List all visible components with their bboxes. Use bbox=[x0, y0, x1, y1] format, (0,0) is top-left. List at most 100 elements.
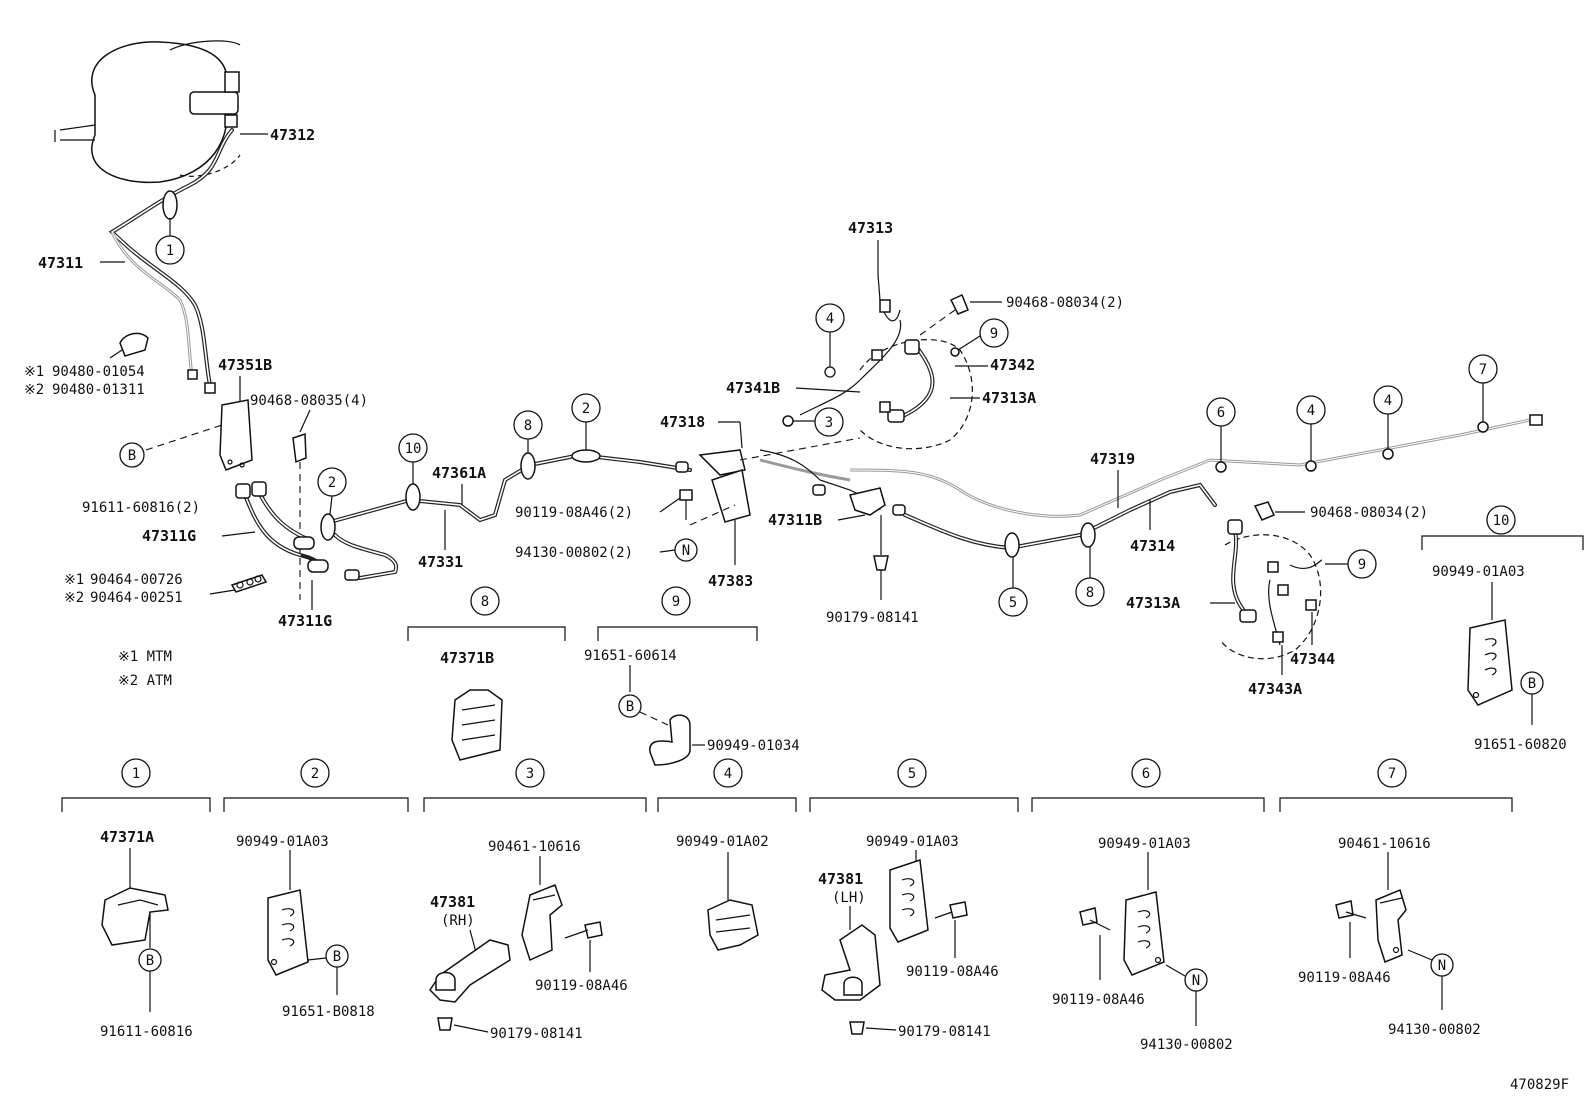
clamp-90949-01A03-g2 bbox=[267, 889, 309, 976]
group-9-top: 91651-60614 bbox=[584, 648, 677, 664]
group-7-num: 7 bbox=[1388, 766, 1396, 782]
clamp-90949-01A03-g10 bbox=[1467, 619, 1513, 706]
group-7-nut: N bbox=[1438, 958, 1446, 974]
group-1-bolt: B bbox=[146, 953, 154, 969]
star-2-b: ※2 bbox=[64, 590, 84, 606]
bracket-47383 bbox=[711, 469, 751, 523]
callout-circle-1 bbox=[155, 235, 185, 265]
group-7-top: 90461-10616 bbox=[1338, 836, 1431, 852]
group-3-bracket: 47381 bbox=[430, 893, 475, 911]
group-10-num: 10 bbox=[1493, 513, 1510, 529]
group-10-bolt: B bbox=[1528, 676, 1536, 692]
clip-90480 bbox=[109, 332, 149, 359]
group-5: 5 90949-01A03 47381 (LH) 90119-08A46 901… bbox=[809, 758, 1019, 1040]
clamp-90461-10616-g3 bbox=[521, 884, 563, 962]
group-10-bottom: 91651-60820 bbox=[1474, 737, 1567, 753]
front-brake-assembly bbox=[759, 274, 973, 516]
clamp-90949-01A03-g5 bbox=[889, 858, 929, 943]
legend-atm: ※2 ATM bbox=[118, 673, 172, 689]
group-2: 2 90949-01A03 B 91651-B0818 bbox=[223, 758, 409, 1020]
label-90179-08141-main: 90179-08141 bbox=[826, 610, 919, 626]
group-7-bolt: 90119-08A46 bbox=[1298, 970, 1391, 986]
group-3-nut: 90179-08141 bbox=[490, 1026, 583, 1042]
group-5-top: 90949-01A03 bbox=[866, 834, 959, 850]
callout-B-text-1: B bbox=[128, 448, 136, 464]
group-6-top: 90949-01A03 bbox=[1098, 836, 1191, 852]
label-90468-08034-right: 90468-08034(2) bbox=[1310, 505, 1428, 521]
group-8: 8 47371B bbox=[407, 586, 566, 761]
callout-9b: 9 bbox=[1358, 557, 1366, 573]
group-3-num: 3 bbox=[526, 766, 534, 782]
group-9-clamp: 90949-01034 bbox=[707, 738, 800, 754]
group-3-side: (RH) bbox=[441, 913, 475, 929]
label-47344: 47344 bbox=[1290, 650, 1335, 668]
callout-4c: 4 bbox=[1384, 393, 1392, 409]
callout-2b: 2 bbox=[582, 401, 590, 417]
label-90119-08A46-2: 90119-08A46(2) bbox=[515, 505, 633, 521]
brake-line-47319 bbox=[849, 414, 1543, 558]
label-47361A: 47361A bbox=[432, 464, 486, 482]
legend-mtm: ※1 MTM bbox=[118, 649, 172, 665]
label-47318: 47318 bbox=[660, 413, 705, 431]
group-7-nut-part: 94130-00802 bbox=[1388, 1022, 1481, 1038]
label-90468-08035: 90468-08035(4) bbox=[250, 393, 368, 409]
label-90480-01311: 90480-01311 bbox=[52, 382, 145, 398]
group-3-top: 90461-10616 bbox=[488, 839, 581, 855]
star-1-a: ※1 bbox=[24, 364, 44, 380]
group-1-top: 47371A bbox=[100, 828, 154, 846]
callout-circle-9a bbox=[979, 318, 1009, 348]
bolt-90119-08A46-g7 bbox=[1335, 900, 1354, 919]
group-3-bolt: 90119-08A46 bbox=[535, 978, 628, 994]
label-90468-08034-top: 90468-08034(2) bbox=[1006, 295, 1124, 311]
group-2-top: 90949-01A03 bbox=[236, 834, 329, 850]
group-7: 7 90461-10616 90119-08A46 N 94130-00802 bbox=[1279, 758, 1513, 1038]
callout-4a: 4 bbox=[826, 311, 834, 327]
callout-6: 6 bbox=[1217, 405, 1225, 421]
label-47311: 47311 bbox=[38, 254, 83, 272]
group-5-num: 5 bbox=[908, 766, 916, 782]
clamp-47371B bbox=[451, 689, 503, 761]
nut-90179-08141-g5 bbox=[849, 1021, 865, 1035]
clamp-90461-10616-g7 bbox=[1375, 888, 1407, 964]
rear-brake-assembly bbox=[1219, 519, 1323, 660]
label-47313A-top: 47313A bbox=[982, 389, 1036, 407]
callout-4b: 4 bbox=[1307, 403, 1315, 419]
group-6-nut: N bbox=[1192, 973, 1200, 989]
group-9-num: 9 bbox=[672, 594, 680, 610]
group-4: 4 90949-01A02 bbox=[657, 758, 797, 951]
label-47343A: 47343A bbox=[1248, 680, 1302, 698]
label-47331: 47331 bbox=[418, 553, 463, 571]
clamp-47371A bbox=[101, 887, 169, 946]
flex-hose-47311G bbox=[235, 481, 329, 573]
label-94130-00802-2: 94130-00802(2) bbox=[515, 545, 633, 561]
label-90480-01054: 90480-01054 bbox=[52, 364, 145, 380]
label-47319: 47319 bbox=[1090, 450, 1135, 468]
group-8-num: 8 bbox=[481, 594, 489, 610]
bracket-47351B bbox=[219, 399, 253, 471]
group-2-num: 2 bbox=[311, 766, 319, 782]
group-6-num: 6 bbox=[1142, 766, 1150, 782]
group-1-num: 1 bbox=[132, 766, 140, 782]
bolt-90119-08A46-g3 bbox=[584, 921, 603, 939]
group-1: 1 47371A B 91611-60816 bbox=[61, 758, 211, 1040]
clip-90468-08034-right bbox=[1253, 501, 1276, 521]
clip-90468-08035 bbox=[292, 432, 307, 464]
group-4-num: 4 bbox=[724, 766, 732, 782]
label-90464-00726: 90464-00726 bbox=[90, 572, 183, 588]
tee-47311B bbox=[849, 487, 886, 516]
label-47351B: 47351B bbox=[218, 356, 272, 374]
group-10-top: 90949-01A03 bbox=[1432, 564, 1525, 580]
footer-code: 470829F bbox=[1510, 1077, 1569, 1093]
label-47312: 47312 bbox=[270, 126, 315, 144]
callout-1: 1 bbox=[166, 243, 174, 259]
group-5-bracket: 47381 bbox=[818, 870, 863, 888]
label-91611-60816-2: 91611-60816(2) bbox=[82, 500, 200, 516]
group-5-nut: 90179-08141 bbox=[898, 1024, 991, 1040]
group-3: 3 90461-10616 47381 (RH) 90119-08A46 901… bbox=[423, 758, 647, 1042]
group-9-bolt: B bbox=[626, 699, 634, 715]
nut-90179-08141-g3 bbox=[437, 1017, 453, 1031]
group-10: 10 90949-01A03 B 91651-60820 bbox=[1421, 505, 1584, 753]
label-47313: 47313 bbox=[848, 219, 893, 237]
bracket-47381-LH bbox=[821, 924, 881, 1001]
